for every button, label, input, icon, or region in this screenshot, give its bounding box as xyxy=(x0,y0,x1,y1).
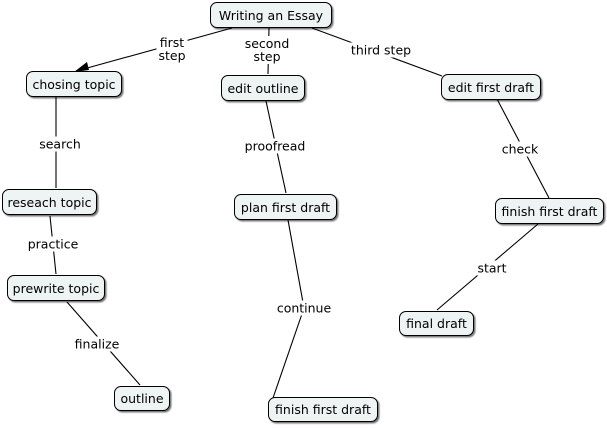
link-label-third-step: third step xyxy=(348,42,414,58)
node-prewrite-topic[interactable]: prewrite topic xyxy=(7,275,105,301)
link-label-search: search xyxy=(37,136,83,152)
link-label-second-step-line-2: step xyxy=(253,49,281,64)
connector-root-to-first-step xyxy=(79,27,233,71)
link-label-third-step-line-1: third step xyxy=(350,42,412,58)
node-edit-outline[interactable]: edit outline xyxy=(221,75,305,101)
link-label-second-step: second step xyxy=(242,36,292,64)
node-finish-first-draft-right[interactable]: finish first draft xyxy=(495,198,604,224)
node-outline[interactable]: outline xyxy=(114,386,170,411)
link-label-practice: practice xyxy=(25,236,81,252)
node-edit-first-draft[interactable]: edit first draft xyxy=(441,74,541,100)
node-writing-an-essay[interactable]: Writing an Essay xyxy=(210,2,332,28)
node-reseach-topic[interactable]: reseach topic xyxy=(2,189,97,215)
link-label-check: check xyxy=(499,141,541,157)
node-final-draft[interactable]: final draft xyxy=(399,311,474,336)
node-plan-first-draft[interactable]: plan first draft xyxy=(234,194,337,220)
link-label-proofread: proofread xyxy=(242,138,308,154)
link-label-first-step: first step xyxy=(156,35,188,63)
arrowhead-first-step xyxy=(74,62,89,72)
link-label-start: start xyxy=(475,260,509,276)
link-label-first-step-line-1: first xyxy=(159,35,185,50)
link-label-finalize: finalize xyxy=(72,336,122,352)
connector-plan-to-finish xyxy=(287,219,305,309)
node-finish-first-draft-center[interactable]: finish first draft xyxy=(268,397,378,422)
link-label-continue: continue xyxy=(274,300,334,316)
connector-plan-to-finish-lower xyxy=(272,307,305,399)
link-label-first-step-line-2: step xyxy=(158,48,186,63)
link-label-second-step-line-1: second xyxy=(244,36,290,51)
node-chosing-topic[interactable]: chosing topic xyxy=(26,71,122,97)
